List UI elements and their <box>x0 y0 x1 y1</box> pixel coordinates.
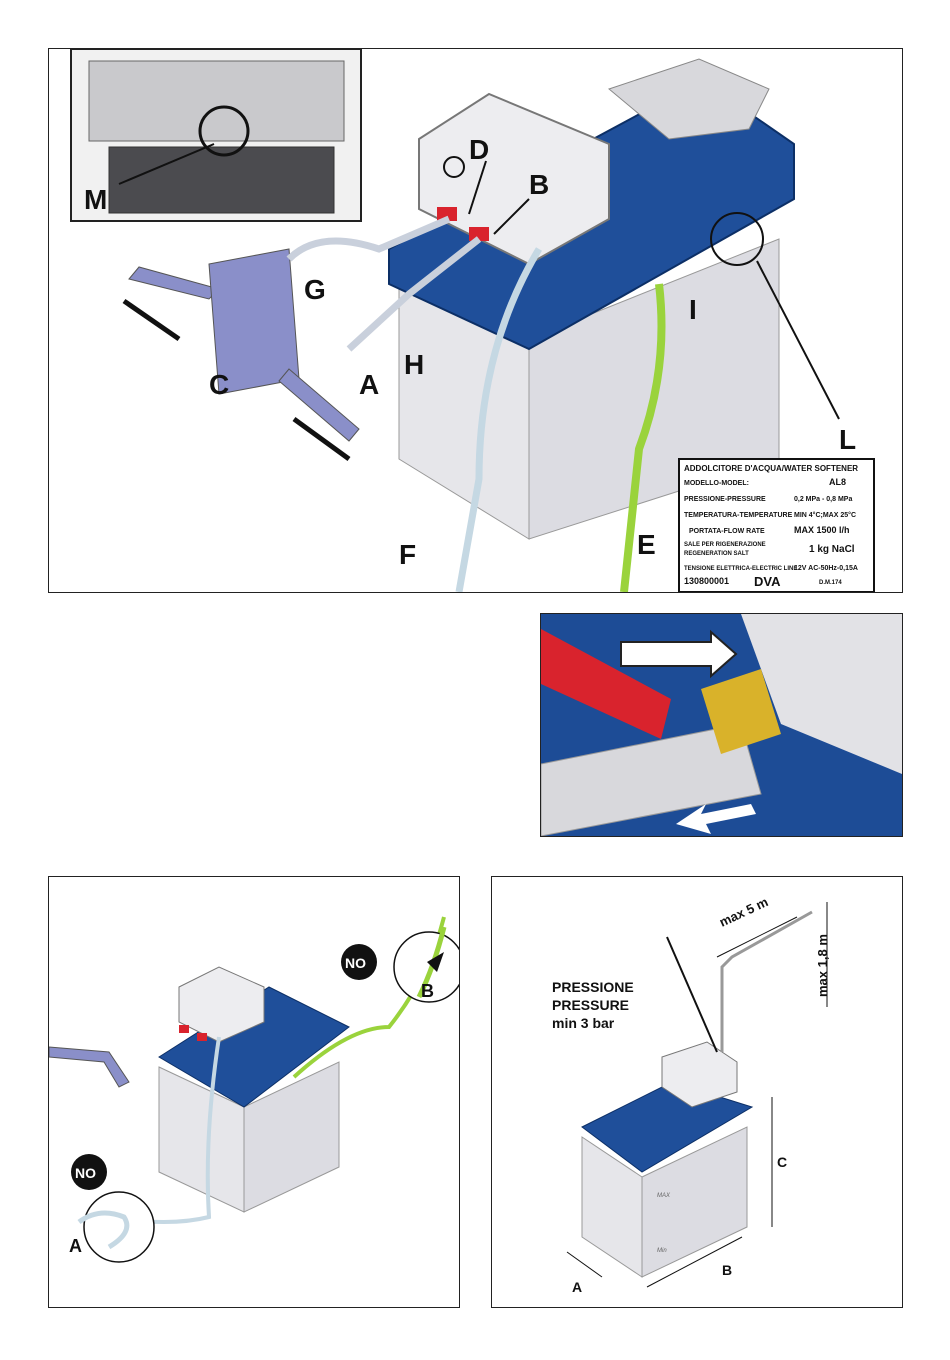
drain-hose-e <box>620 283 666 592</box>
photo-valve-body <box>741 614 902 774</box>
main-installation-diagram: ADDOLCITORE D'ACQUA/WATER SOFTENER MODEL… <box>48 48 903 593</box>
drain-label-b: B <box>421 981 434 1001</box>
inset-highlight-circle <box>198 105 250 157</box>
photo-arrow-left <box>676 804 756 834</box>
install-valve-head <box>661 1041 738 1108</box>
control-valve-head <box>418 92 610 266</box>
drain-hose-diagram: NO NO A B <box>48 876 460 1308</box>
badge-bottom <box>71 1154 107 1190</box>
plate-model-value: AL8 <box>829 477 846 487</box>
install-diagram-svg: PRESSIONE PRESSURE min 3 bar max 5 m max… <box>552 894 830 1295</box>
max-height-label: max 1,8 m <box>815 934 830 997</box>
drain-valve-head <box>178 966 265 1043</box>
tank-mark-min: Min <box>657 1248 667 1254</box>
plate-salt-label-2: REGENERATION SALT <box>684 551 749 557</box>
label-m: M <box>84 184 107 215</box>
label-e: E <box>637 529 656 560</box>
photo-red-handle <box>541 629 671 739</box>
plate-temperature-value: MIN 4°C;MAX 25°C <box>794 511 856 519</box>
salt-lid <box>607 58 770 140</box>
plate-temperature-label: TEMPERATURA-TEMPERATURE <box>684 512 793 519</box>
label-h: H <box>404 349 424 380</box>
plate-serial: 130800001 <box>684 576 729 586</box>
photo-arrow-right <box>620 629 738 679</box>
flow-arrow-in <box>122 298 181 342</box>
drain-bypass-pipe <box>49 1046 130 1088</box>
hose-h <box>346 236 482 352</box>
max-length-dim <box>716 916 798 958</box>
tank-mark-max: MAX <box>657 1193 671 1199</box>
label-d: D <box>469 134 489 165</box>
inlet-pipe <box>128 266 220 300</box>
label-m-leader <box>118 143 215 185</box>
label-l: L <box>839 424 856 455</box>
drain-diagram-svg: NO NO A B <box>49 916 459 1263</box>
label-i: I <box>689 294 697 325</box>
badge-bottom-text: NO <box>75 1165 96 1181</box>
photo-ball-valve <box>541 723 762 836</box>
pressure-line-3: min 3 bar <box>552 1015 615 1031</box>
flow-arrow-out <box>292 416 351 462</box>
install-tank-lid <box>581 1081 754 1173</box>
plate-flow-label: PORTATA-FLOW RATE <box>689 528 765 535</box>
plate-pressure-value: 0,2 MPa - 0,8 MPa <box>794 496 852 503</box>
photo-brass-fitting <box>701 669 781 754</box>
dim-a-line <box>566 1251 603 1278</box>
pressure-arrow <box>666 936 718 1053</box>
label-b: B <box>529 169 549 200</box>
plate-voltage-value: 12V AC-50Hz-0,15A <box>794 565 858 572</box>
valve-handle-b <box>469 227 489 241</box>
plate-pressure-label: PRESSIONE-PRESSURE <box>684 496 766 503</box>
drain-loop-a <box>77 1210 130 1250</box>
dim-a-label: A <box>572 1279 582 1295</box>
drain-zoom-a <box>83 1191 155 1263</box>
drain-valve-1 <box>179 1025 189 1033</box>
outlet-pipe <box>278 368 360 442</box>
inset-valve-bottom <box>108 146 335 214</box>
badge-top <box>341 944 377 980</box>
valve-highlight-circle <box>443 156 465 178</box>
inset-valve-top <box>88 60 345 142</box>
plate-model-label: MODELLO-MODEL: <box>684 480 749 487</box>
badge-top-text: NO <box>345 955 366 971</box>
rating-plate <box>678 458 875 592</box>
pressure-line-1: PRESSIONE <box>552 979 634 995</box>
valve-handle-d <box>437 207 457 221</box>
label-d-leader <box>468 160 487 215</box>
label-b-leader <box>493 198 530 235</box>
dim-b-label: B <box>722 1262 732 1278</box>
drain-valve-2 <box>197 1033 207 1041</box>
install-tank-right <box>641 1126 748 1278</box>
hose-f <box>455 247 543 592</box>
label-c: C <box>209 369 229 400</box>
plate-highlight-circle <box>710 212 764 266</box>
dim-b-line <box>646 1236 743 1288</box>
plate-flow-value: MAX 1500 l/h <box>794 525 850 535</box>
plate-leader-line <box>756 260 840 420</box>
plate-salt-value: 1 kg NaCl <box>809 544 855 555</box>
drain-label-a: A <box>69 1236 82 1256</box>
drain-arrow-b <box>427 952 444 972</box>
valve-photo-svg <box>541 614 902 836</box>
plate-salt-label-1: SALE PER RIGENERAZIONE <box>684 542 766 548</box>
label-g: G <box>304 274 326 305</box>
plate-cert: D.M.174 <box>819 580 842 586</box>
plate-voltage-label: TENSIONE ELETTRICA-ELECTRIC LINE <box>684 566 797 572</box>
installation-dimensions-diagram: PRESSIONE PRESSURE min 3 bar max 5 m max… <box>491 876 903 1308</box>
plate-title: ADDOLCITORE D'ACQUA/WATER SOFTENER <box>684 464 858 473</box>
pressure-line-2: PRESSURE <box>552 997 629 1013</box>
install-drain-pipe <box>720 910 813 1052</box>
max-length-label: max 5 m <box>717 894 771 930</box>
main-diagram-svg: ADDOLCITORE D'ACQUA/WATER SOFTENER MODEL… <box>70 49 875 592</box>
label-a: A <box>359 369 379 400</box>
drain-zoom-b <box>393 931 459 1003</box>
drain-tank-right <box>243 1061 340 1213</box>
hose-g <box>286 215 451 262</box>
dim-c-label: C <box>777 1154 787 1170</box>
plate-brand: DVA <box>754 574 781 589</box>
label-f: F <box>399 539 416 570</box>
valve-closeup-photo <box>540 613 903 837</box>
